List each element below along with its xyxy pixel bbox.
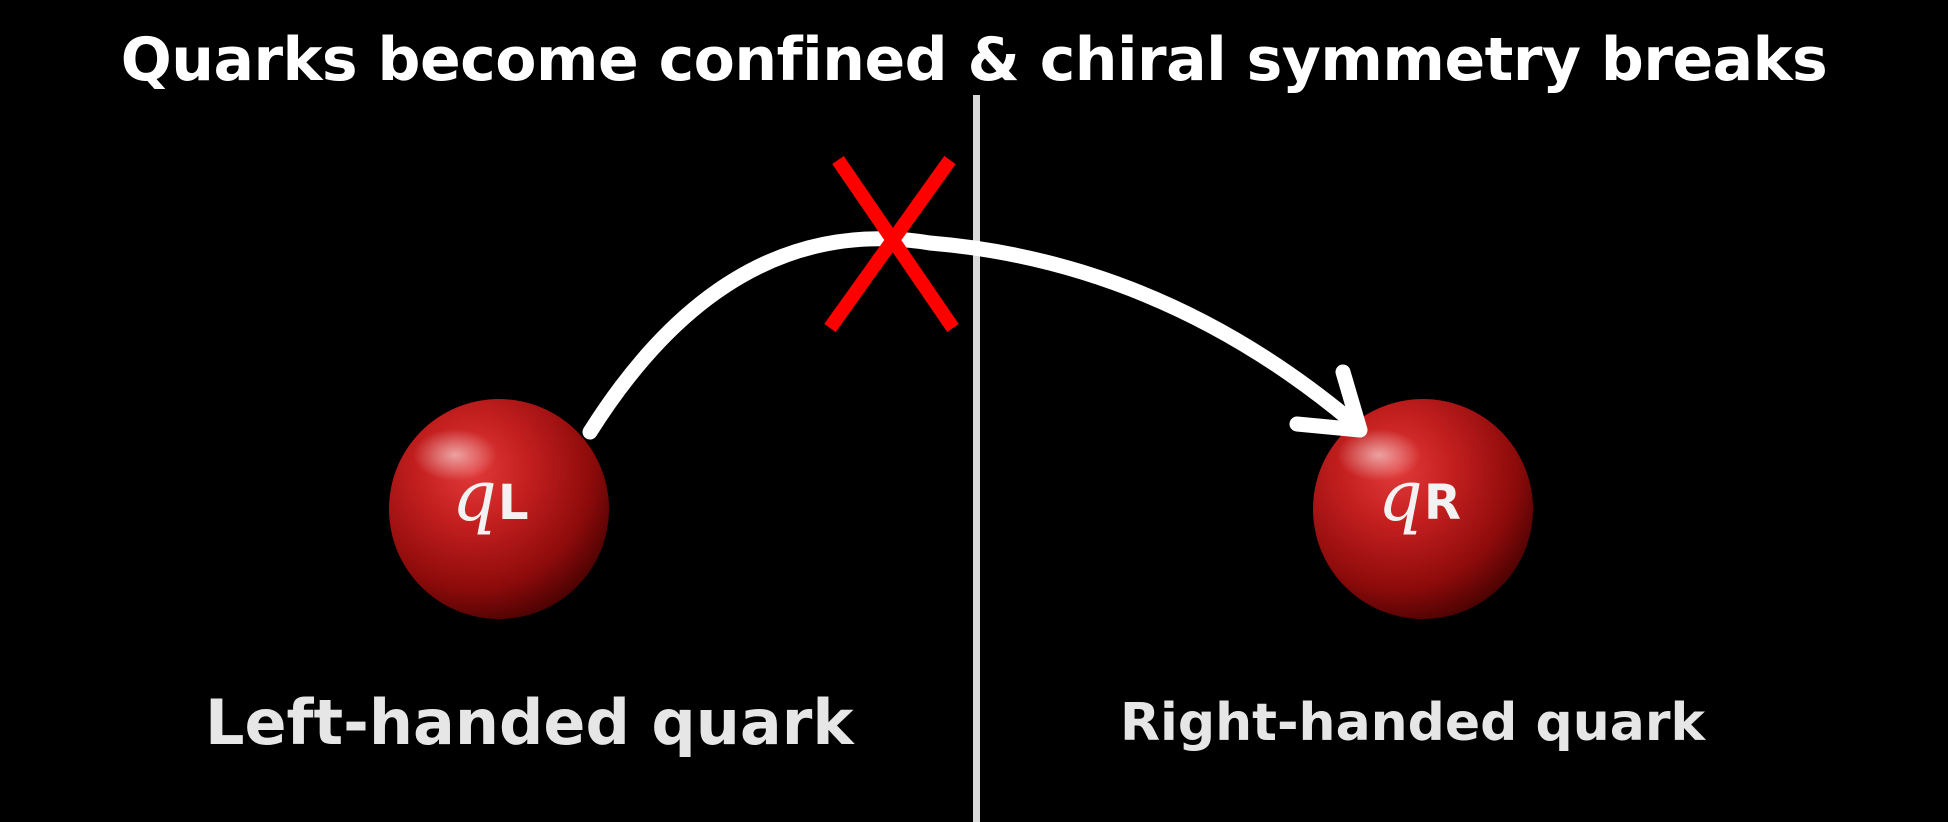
page-title: Quarks become confined & chiral symmetry… [120, 25, 1828, 95]
left-quark-subscript: L [498, 475, 529, 531]
left-quark-sphere: q L [389, 399, 609, 619]
transition-arrow [582, 231, 1358, 440]
blocked-x-icon [824, 155, 959, 333]
left-quark-caption: Left-handed quark [205, 686, 854, 759]
right-quark-caption: Right-handed quark [1120, 693, 1706, 753]
left-quark-symbol: q [452, 455, 497, 537]
right-quark-sphere: q R [1313, 399, 1533, 619]
divider-line [973, 95, 980, 822]
right-quark-subscript: R [1424, 475, 1461, 531]
right-quark-symbol: q [1378, 455, 1423, 537]
arrow-head [1289, 364, 1368, 438]
